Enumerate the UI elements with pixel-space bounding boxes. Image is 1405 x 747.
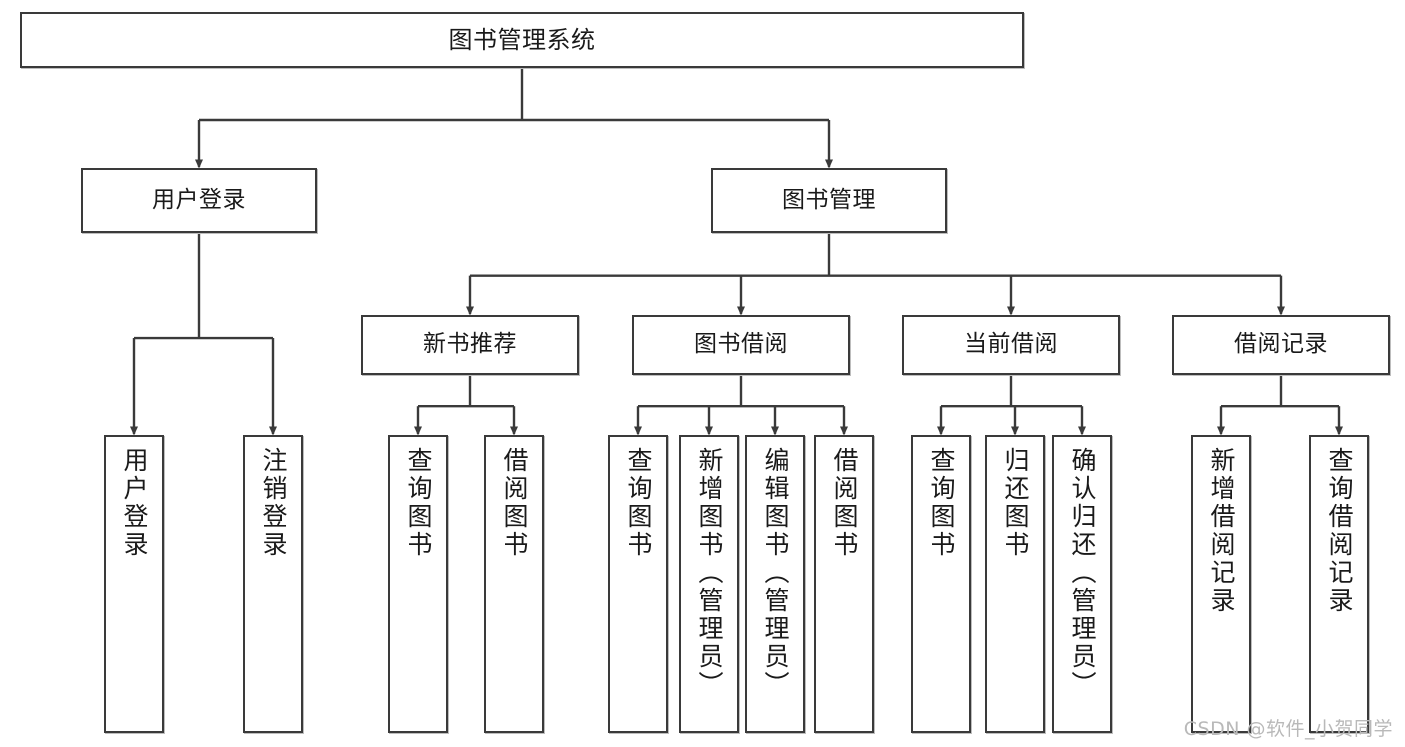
node-label: 归还图书 — [1001, 447, 1030, 559]
node-label: 当前借阅 — [964, 331, 1058, 358]
node-current-borrow[interactable]: 当前借阅 — [902, 315, 1120, 375]
node-leaf-logout[interactable]: 注销登录 — [243, 435, 303, 733]
node-leaf-query-record[interactable]: 查询借阅记录 — [1309, 435, 1369, 733]
node-book-borrow[interactable]: 图书借阅 — [632, 315, 850, 375]
watermark-text: CSDN @软件_小贺同学 — [1183, 718, 1393, 740]
node-label: 图书借阅 — [694, 331, 788, 358]
node-label: 借阅图书 — [500, 447, 529, 559]
node-label: 查询图书 — [404, 447, 433, 559]
node-leaf-query-book-3[interactable]: 查询图书 — [911, 435, 971, 733]
node-leaf-add-record[interactable]: 新增借阅记录 — [1191, 435, 1251, 733]
node-label: 新增图书（管理员） — [695, 447, 724, 699]
node-leaf-edit-book[interactable]: 编辑图书（管理员） — [745, 435, 805, 733]
node-root[interactable]: 图书管理系统 — [20, 12, 1024, 68]
node-label: 查询图书 — [927, 447, 956, 559]
node-leaf-return-book[interactable]: 归还图书 — [985, 435, 1045, 733]
node-label: 查询借阅记录 — [1325, 447, 1354, 615]
node-user-login[interactable]: 用户登录 — [81, 168, 317, 233]
node-leaf-add-book[interactable]: 新增图书（管理员） — [679, 435, 739, 733]
node-leaf-borrow-book-2[interactable]: 借阅图书 — [814, 435, 874, 733]
node-label: 图书管理系统 — [448, 25, 596, 54]
node-leaf-borrow-book-1[interactable]: 借阅图书 — [484, 435, 544, 733]
node-leaf-user-login[interactable]: 用户登录 — [104, 435, 164, 733]
node-new-book-rec[interactable]: 新书推荐 — [361, 315, 579, 375]
node-leaf-query-book-2[interactable]: 查询图书 — [608, 435, 668, 733]
node-borrow-record[interactable]: 借阅记录 — [1172, 315, 1390, 375]
node-label: 借阅记录 — [1234, 331, 1328, 358]
node-label: 确认归还（管理员） — [1068, 447, 1097, 699]
node-label: 用户登录 — [120, 447, 149, 559]
node-book-manage[interactable]: 图书管理 — [711, 168, 947, 233]
node-label: 借阅图书 — [830, 447, 859, 559]
node-label: 新增借阅记录 — [1207, 447, 1236, 615]
node-label: 注销登录 — [259, 447, 288, 559]
node-leaf-confirm-return[interactable]: 确认归还（管理员） — [1052, 435, 1112, 733]
node-label: 编辑图书（管理员） — [761, 447, 790, 699]
node-leaf-query-book-1[interactable]: 查询图书 — [388, 435, 448, 733]
node-label: 用户登录 — [152, 186, 246, 213]
node-label: 图书管理 — [782, 186, 876, 213]
node-label: 查询图书 — [624, 447, 653, 559]
node-label: 新书推荐 — [423, 331, 517, 358]
